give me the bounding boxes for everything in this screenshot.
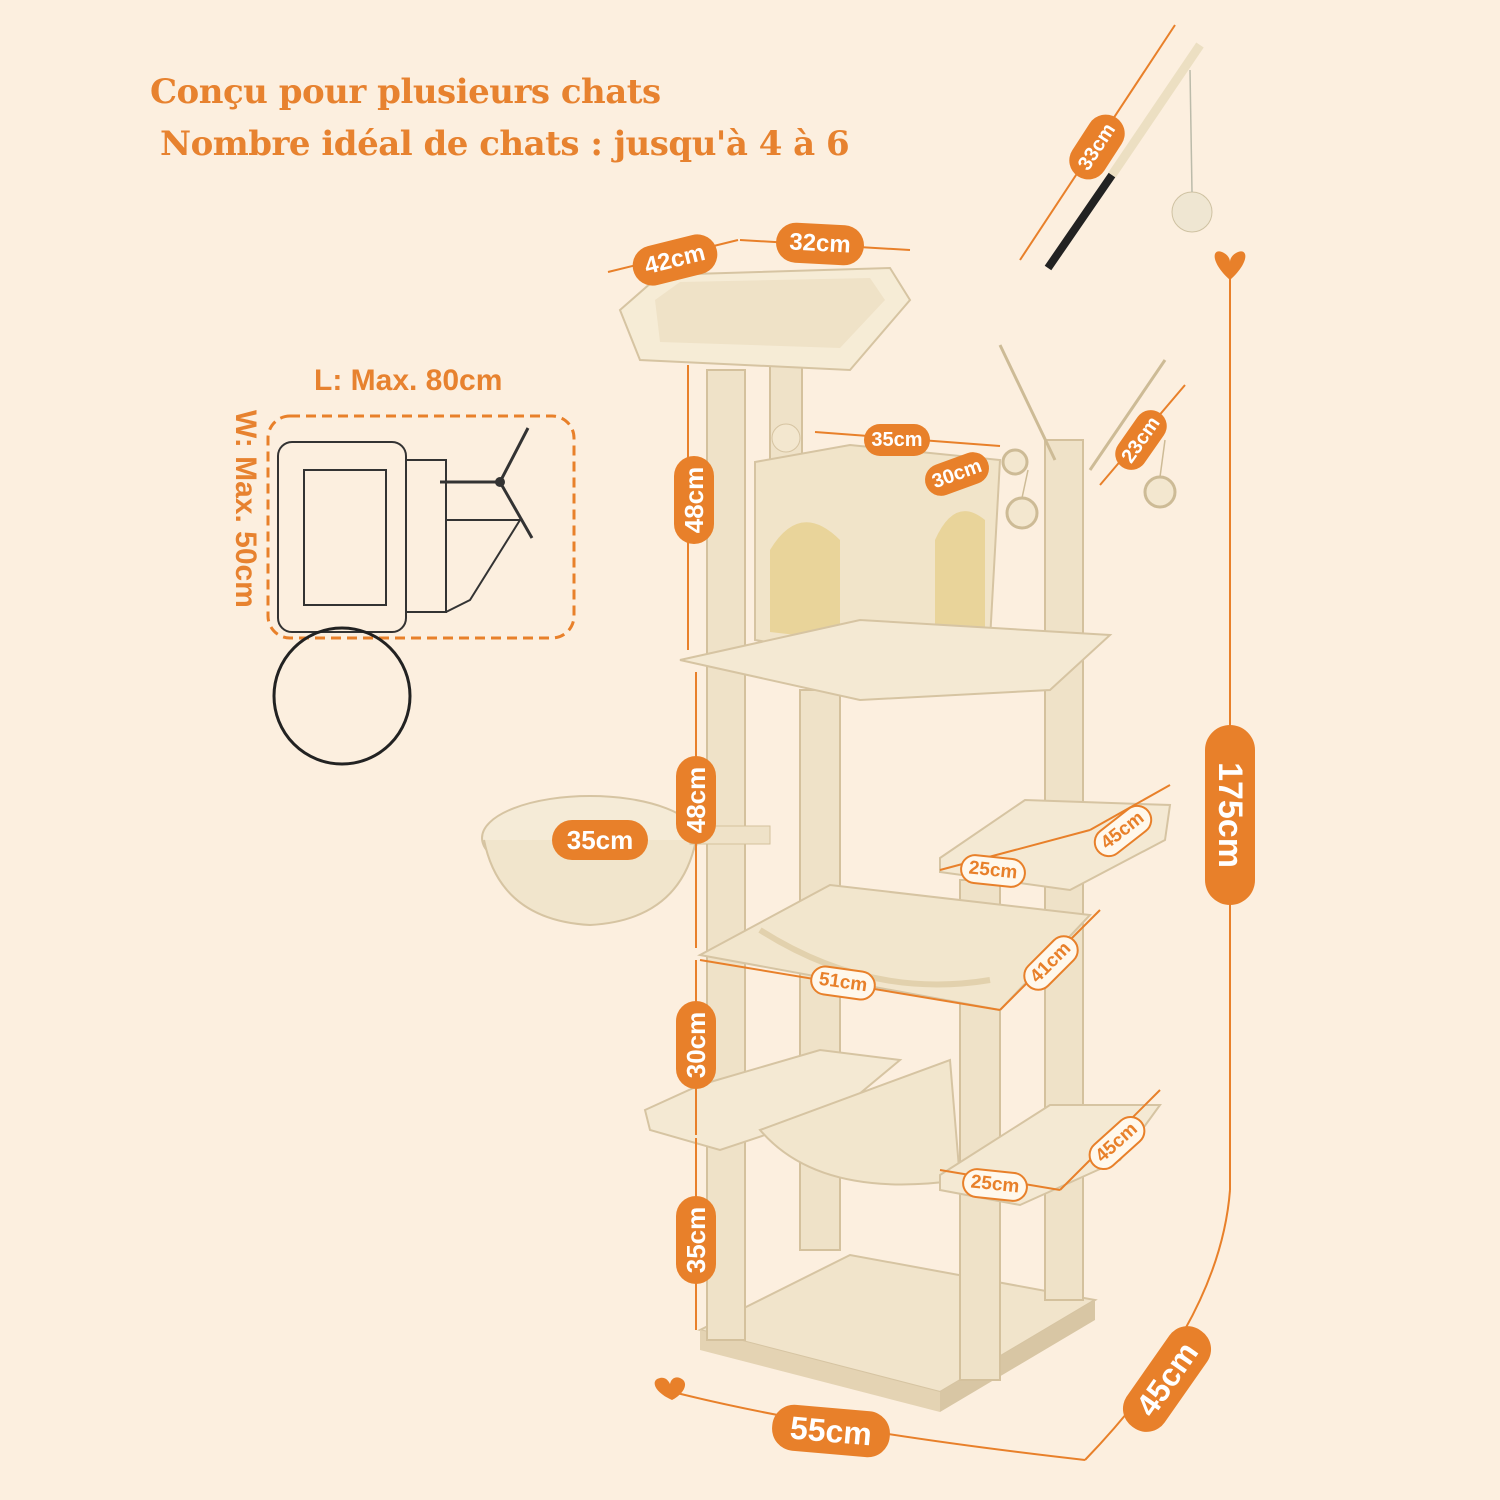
dim-total-height: 175cm <box>1205 725 1255 905</box>
headline-line-1: Conçu pour plusieurs chats <box>150 72 661 112</box>
basket <box>481 795 771 927</box>
room-length-label: L: Max. 80cm <box>314 364 503 397</box>
dim-basket: 35cm <box>552 820 648 860</box>
hammock <box>697 883 1093 1012</box>
footprint-diagram <box>266 414 576 766</box>
dim-height-2: 48cm <box>676 756 716 844</box>
dim-condo-width: 35cm <box>864 424 930 456</box>
heart-markers <box>654 251 1246 1400</box>
top-perch <box>618 266 912 453</box>
toys <box>998 344 1177 530</box>
dim-top-perch-depth: 32cm <box>775 221 865 267</box>
dim-height-3: 30cm <box>676 1001 716 1089</box>
base-board <box>697 1253 1098 1412</box>
condo <box>679 443 1113 702</box>
wand-toy <box>1044 42 1213 271</box>
headline-line-2: Nombre idéal de chats : jusqu'à 4 à 6 <box>160 124 850 164</box>
dim-height-1: 48cm <box>674 456 714 544</box>
dim-height-4: 35cm <box>676 1196 716 1284</box>
